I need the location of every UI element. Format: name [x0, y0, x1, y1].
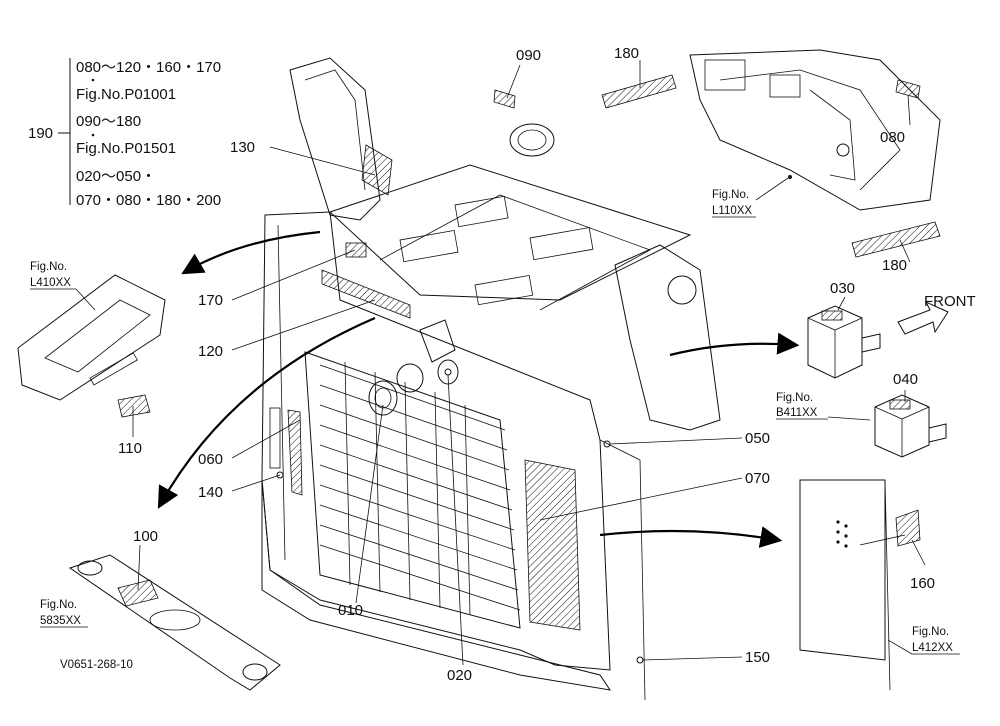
decal-130 [361, 144, 393, 196]
callout-120: 120 [198, 343, 223, 360]
decal-170 [345, 242, 367, 258]
ref-b411-title: Fig.No. [776, 392, 813, 404]
callout-110: 110 [118, 440, 142, 457]
legend-line-4: Fig.No.P01501 [76, 140, 176, 157]
detail-arrows [157, 230, 800, 548]
callout-030: 030 [830, 280, 855, 297]
callout-180-bottom: 180 [882, 257, 907, 274]
front-arrow: FRONT [897, 293, 976, 335]
decal-160 [895, 509, 921, 547]
legend-line-5: 020～050・ [76, 168, 156, 185]
callout-090: 090 [516, 47, 541, 64]
front-label: FRONT [924, 293, 976, 310]
legend-line-2: Fig.No.P01001 [76, 86, 176, 103]
legend-190: 190 080～120・160・170 Fig.No.P01001 090～18… [28, 58, 221, 209]
callout-labels: 130 090 170 120 060 140 010 020 050 070 … [198, 47, 770, 684]
front-arrow-icon [897, 300, 949, 335]
inset-5835: 100 Fig.No. 5835XX [40, 528, 281, 691]
ref-l410-code: L410XX [30, 277, 71, 289]
ref-l410-title: Fig.No. [30, 261, 67, 273]
callout-140: 140 [198, 484, 223, 501]
callout-080: 080 [880, 129, 905, 146]
callout-050: 050 [745, 430, 770, 447]
callout-070: 070 [745, 470, 770, 487]
front-grille [304, 351, 521, 629]
decal-060 [287, 409, 303, 496]
legend-line-3: 090～180 [76, 113, 141, 130]
callout-180-top: 180 [614, 45, 639, 62]
callout-010: 010 [338, 602, 363, 619]
decal-080 [895, 79, 921, 99]
inset-b411: 030 040 Fig.No. B411XX [776, 280, 947, 458]
decal-100 [117, 579, 159, 607]
callout-040: 040 [893, 371, 918, 388]
emblem-010 [368, 380, 398, 416]
decal-180-top [601, 74, 677, 109]
decal-120 [321, 269, 411, 319]
decal-090 [493, 89, 516, 109]
callout-060: 060 [198, 451, 223, 468]
inset-l410: 110 Fig.No. L410XX [17, 261, 166, 457]
leader-lines [231, 64, 743, 666]
ref-l110-title: Fig.No. [712, 189, 749, 201]
callout-130: 130 [230, 139, 255, 156]
decal-110 [117, 394, 151, 418]
ref-l110-code: L110XX [712, 205, 752, 217]
ref-l412-title: Fig.No. [912, 626, 949, 638]
legend-line-6: 070・080・180・200 [76, 192, 221, 209]
relay-030-label [821, 310, 843, 321]
drawing-code: V0651-268-10 [60, 659, 133, 671]
ref-l412-code: L412XX [912, 642, 953, 654]
legend-line-1: 080～120・160・170 [76, 59, 221, 76]
relay-040-label [889, 399, 911, 410]
callout-160: 160 [910, 575, 935, 592]
decal-180-bottom [851, 221, 941, 258]
callout-150: 150 [745, 649, 770, 666]
legend-number: 190 [28, 125, 53, 142]
machine-body [261, 57, 721, 701]
ref-5835-code: 5835XX [40, 615, 81, 627]
callout-170: 170 [198, 292, 223, 309]
decal-070 [524, 459, 581, 631]
inset-l412: 160 Fig.No. L412XX [799, 479, 960, 691]
ref-5835-title: Fig.No. [40, 599, 77, 611]
inset-l110: 180 080 180 Fig.No. L110XX [601, 45, 941, 274]
ref-b411-code: B411XX [776, 407, 818, 419]
callout-020: 020 [447, 667, 472, 684]
callout-100: 100 [133, 528, 158, 545]
